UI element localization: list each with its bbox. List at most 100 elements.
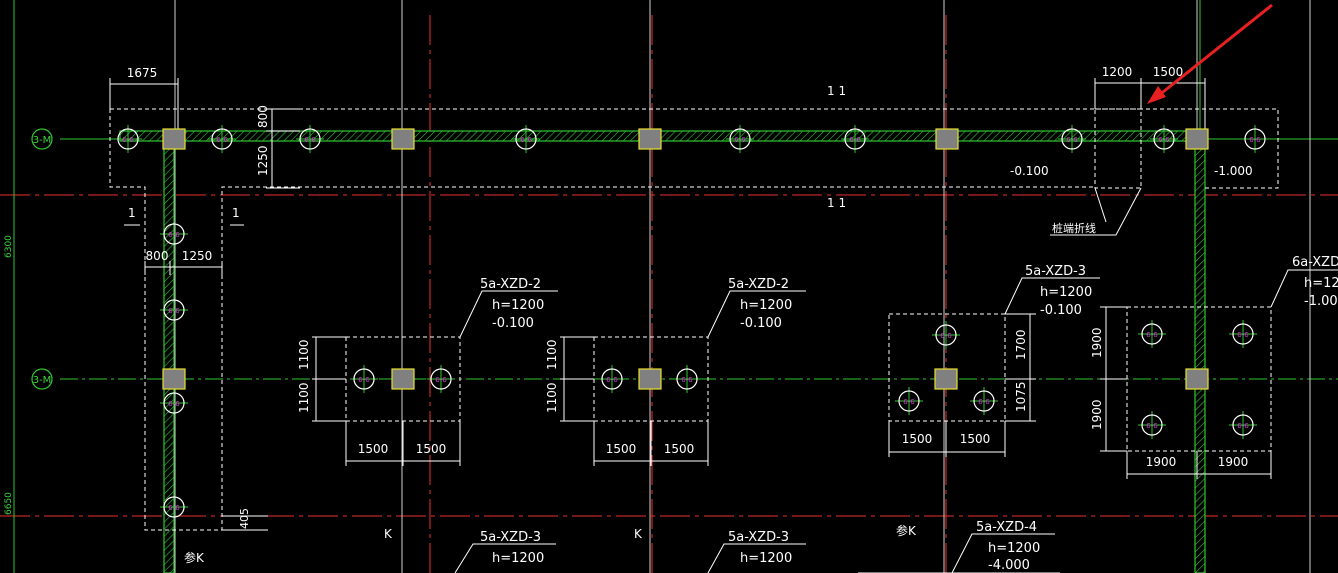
svg-text:6-6: 6-6	[122, 136, 134, 144]
dim-1675: 1675	[127, 66, 158, 80]
svg-text:6-6: 6-6	[1066, 136, 1078, 144]
pile-icon: 6-6	[726, 125, 754, 153]
cap7-h: h=1200	[988, 541, 1040, 556]
cap6-name: 5a-XZD-3	[728, 530, 789, 545]
cap2-lvl: -0.100	[740, 316, 782, 331]
axis-bubble-mid[interactable]: 3-M	[31, 368, 53, 390]
column-icon	[391, 368, 415, 390]
svg-text:6-6: 6-6	[903, 398, 915, 406]
pile-icon: 6-6	[841, 125, 869, 153]
dim-800-h: 800	[146, 249, 169, 263]
level-m0100-top: -0.100	[1010, 164, 1049, 178]
svg-text:6-6: 6-6	[681, 376, 693, 384]
pile-icon: 6-6	[932, 321, 960, 349]
pile-icon: 6-6	[114, 125, 142, 153]
pile-cap-3[interactable]: 1700 1075 1500 1500 5a-XZD-3 h=1200 -0.1…	[888, 264, 1100, 457]
svg-text:6-6: 6-6	[1237, 422, 1249, 430]
cap1-h: h=1200	[492, 298, 544, 313]
section-1-left: 1	[128, 206, 136, 220]
svg-text:6-6: 6-6	[435, 376, 447, 384]
note-fold-group: 桩端折线	[1050, 187, 1142, 236]
dim-1700: 1700	[1014, 329, 1028, 360]
pile-icon: 6-6	[895, 387, 923, 415]
dim-1500-cap1b: 1500	[416, 442, 447, 456]
axis-bubble-top[interactable]: 3-M	[31, 128, 53, 150]
svg-text:6-6: 6-6	[1249, 136, 1261, 144]
cap1-lvl: -0.100	[492, 316, 534, 331]
dim-1250-v: 1250	[256, 145, 270, 176]
dim-1500-cap1a: 1500	[358, 442, 389, 456]
cap-outline-left	[109, 109, 1095, 531]
piles-top-row: 6-6 6-6 6-6 6-6 6-6 6-6 6-6 6-6 6-6 6-6 6-6 6-6 6-6 6…	[114, 125, 1269, 521]
pile-cap-5[interactable]: 5a-XZD-3 h=1200	[454, 530, 556, 573]
red-arrow-icon	[1147, 3, 1273, 104]
dim-1500-cap2b: 1500	[664, 442, 695, 456]
svg-text:6-6: 6-6	[168, 231, 180, 239]
dim-1500-cap3b: 1500	[960, 432, 991, 446]
dim-1100-b: 1100	[297, 382, 311, 413]
column-icon	[638, 128, 662, 150]
pile-cap-1[interactable]: 1100 1100 1500 1500 5a-XZD-2 h=1200 -0.1…	[297, 277, 558, 466]
beam-right	[1194, 130, 1206, 573]
svg-text:6-6: 6-6	[849, 136, 861, 144]
svg-text:6-6: 6-6	[168, 504, 180, 512]
pile-icon: 6-6	[970, 387, 998, 415]
dim-405: 405	[238, 508, 251, 529]
columns	[162, 128, 1209, 390]
axis-label-mid: 3-M	[33, 375, 52, 386]
section-k-1: K	[384, 527, 393, 541]
dim-6300: 6300	[4, 235, 14, 258]
pile-icon: 6-6	[160, 220, 188, 248]
svg-text:6-6: 6-6	[1237, 331, 1249, 339]
pile-icon: 6-6	[1058, 125, 1086, 153]
cap7-lvl: -4.000	[988, 558, 1030, 573]
pile-icon: 6-6	[160, 493, 188, 521]
dim-1075: 1075	[1014, 381, 1028, 412]
pile-icon: 6-6	[1138, 411, 1166, 439]
dim-vertical-top-group: 800 1250	[256, 105, 300, 189]
cap3-name: 5a-XZD-3	[1025, 264, 1086, 279]
dim-1900-a: 1900	[1090, 327, 1104, 358]
column-icon	[162, 128, 186, 150]
section-mark-group: 1 1 1 1 1 1 K K 参K 参K	[124, 84, 917, 565]
pile-icon: 6-6	[1241, 125, 1269, 153]
dim-405-group: 405	[222, 508, 268, 531]
pile-icon: 6-6	[1150, 125, 1178, 153]
cap4-lvl: -1.000	[1304, 294, 1338, 309]
pile-cap-7[interactable]: 5a-XZD-4 h=1200 -4.000	[858, 520, 1060, 573]
dim-1500-cap3a: 1500	[902, 432, 933, 446]
dim-1200: 1200	[1102, 65, 1133, 79]
dim-1900-d: 1900	[1218, 455, 1249, 469]
svg-text:6-6: 6-6	[216, 136, 228, 144]
dim-top-right-group: 1200 1500	[1094, 65, 1206, 131]
section-k-3: 参K	[184, 550, 205, 565]
level-m1000-top: -1.000	[1214, 164, 1253, 178]
section-11-bot: 1 1	[827, 196, 846, 210]
column-icon	[1185, 128, 1209, 150]
cap4-h: h=1200	[1304, 276, 1338, 291]
pile-cap-6[interactable]: 5a-XZD-3 h=1200	[707, 530, 806, 573]
svg-text:6-6: 6-6	[1146, 422, 1158, 430]
pile-cap-4[interactable]: 1900 1900 1900 1900 6a-XZD h=1200 -1.000	[1090, 255, 1338, 479]
pile-icon: 6-6	[598, 365, 626, 393]
cap7-name: 5a-XZD-4	[976, 520, 1037, 535]
pile-icon: 6-6	[512, 125, 540, 153]
pile-icon: 6-6	[1229, 411, 1257, 439]
pile-icon: 6-6	[160, 296, 188, 324]
axis-bubble-circle	[31, 368, 53, 390]
dim-1250-h: 1250	[182, 249, 213, 263]
cap5-h: h=1200	[492, 551, 544, 566]
pile-cap-2[interactable]: 1100 1100 1500 1500 5a-XZD-2 h=1200 -0.1…	[545, 277, 806, 466]
cap5-name: 5a-XZD-3	[480, 530, 541, 545]
cap1-name: 5a-XZD-2	[480, 277, 541, 292]
pile-icon: 6-6	[673, 365, 701, 393]
section-1-right: 1	[232, 206, 240, 220]
dim-1100-d: 1100	[545, 382, 559, 413]
svg-text:6-6: 6-6	[358, 376, 370, 384]
svg-text:6-6: 6-6	[1146, 331, 1158, 339]
cap3-lvl: -0.100	[1040, 303, 1082, 318]
pile-icon: 6-6	[1138, 320, 1166, 348]
dim-1500-cap2a: 1500	[606, 442, 637, 456]
cap2-name: 5a-XZD-2	[728, 277, 789, 292]
